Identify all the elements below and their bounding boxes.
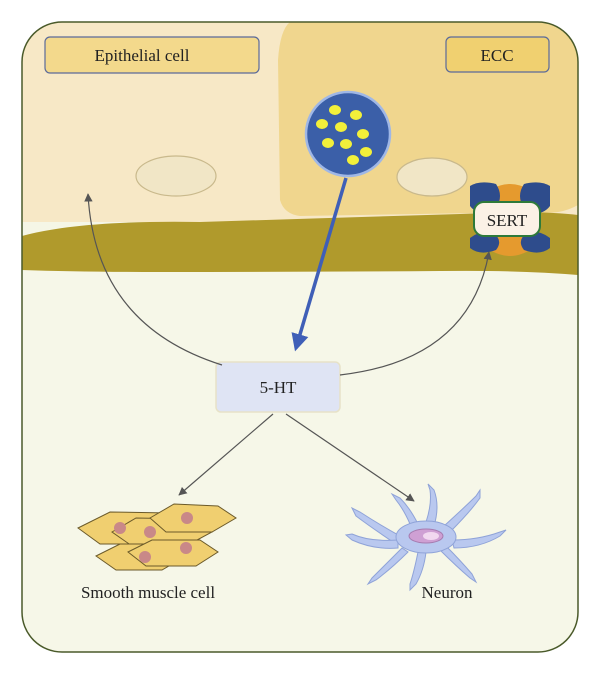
- release-arrow: [291, 177, 348, 352]
- epithelial-cell-label: Epithelial cell: [95, 46, 190, 65]
- epithelial-nucleus: [135, 155, 217, 197]
- sert-label-box: [473, 201, 541, 237]
- epithelial-cell-label-box: [44, 36, 260, 74]
- arrow-to-smooth-muscle: [178, 413, 274, 496]
- granule-icon: [304, 90, 392, 178]
- transporter-icon: SERT: [470, 182, 550, 256]
- ecc-nucleus: [396, 157, 468, 197]
- neuron-icon: [344, 483, 507, 592]
- serotonin-label: 5-HT: [260, 378, 297, 397]
- basement-membrane: [22, 212, 578, 275]
- arrow-to-epithelial-cell: [84, 193, 223, 366]
- sert-label: SERT: [487, 211, 528, 230]
- serotonin-box: [215, 361, 341, 413]
- ecc-label-box: [445, 36, 550, 73]
- smooth-muscle-cell-label: Smooth muscle cell: [81, 583, 215, 602]
- smooth-muscle-cells-icon: [77, 503, 237, 571]
- arrow-to-neuron: [285, 413, 415, 502]
- arrow-to-sert: [339, 251, 492, 376]
- ecc-label: ECC: [480, 46, 513, 65]
- neuron-label: Neuron: [422, 583, 473, 602]
